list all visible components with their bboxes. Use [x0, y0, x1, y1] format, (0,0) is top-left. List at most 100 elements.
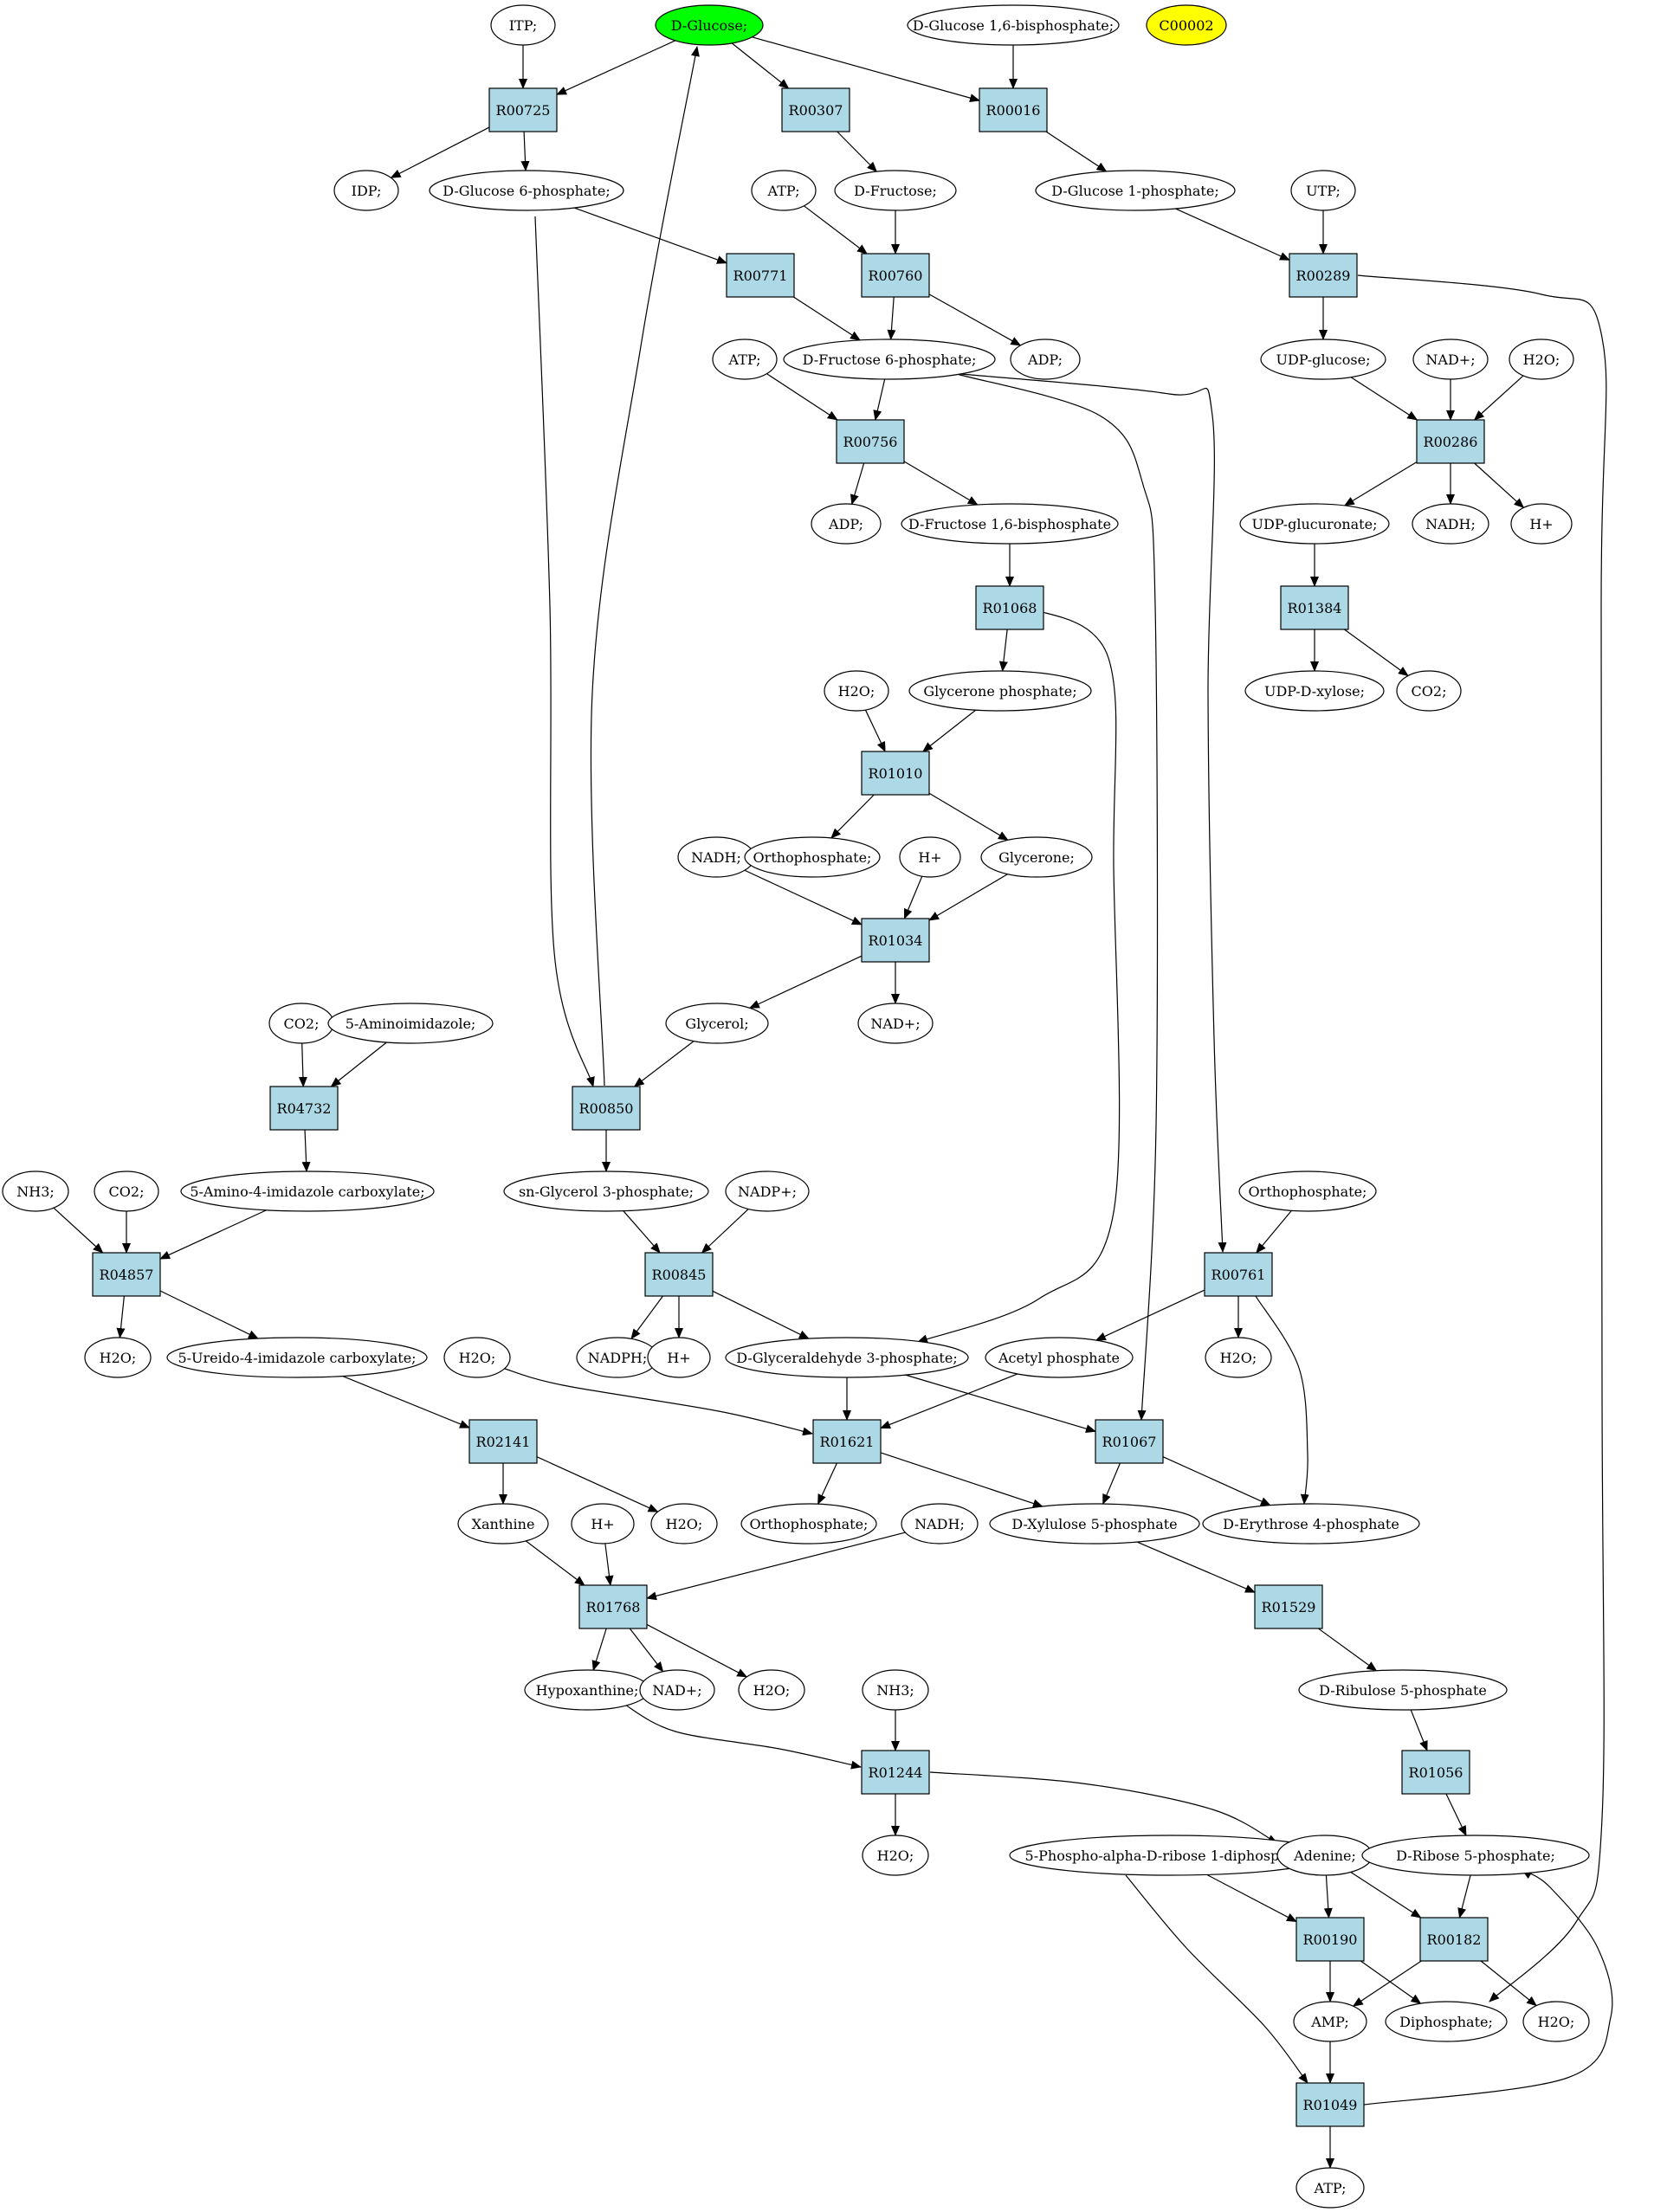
compound-node-nadh3[interactable]: NADH; [901, 1503, 979, 1545]
compound-node-utp[interactable]: UTP; [1290, 170, 1356, 211]
reaction-node-r00182[interactable]: R00182 [1419, 1917, 1489, 1962]
compound-node-amp[interactable]: AMP; [1293, 2001, 1367, 2042]
reaction-node-r01034[interactable]: R01034 [861, 918, 930, 963]
compound-node-fbp[interactable]: D-Fructose 1,6-bisphosphate [901, 503, 1119, 545]
compound-node-c00002[interactable]: C00002 [1146, 4, 1227, 46]
reaction-box [861, 751, 930, 796]
compound-node-h2o7[interactable]: H2O; [738, 1669, 805, 1711]
compound-node-hplus2[interactable]: H+ [899, 836, 961, 878]
compound-node-h2o4[interactable]: H2O; [1205, 1337, 1272, 1378]
compound-node-dfru[interactable]: D-Fructose; [834, 170, 957, 211]
reaction-node-r04857[interactable]: R04857 [92, 1252, 161, 1297]
compound-node-f6p[interactable]: D-Fructose 6-phosphate; [783, 339, 996, 380]
reaction-node-r00756[interactable]: R00756 [836, 419, 905, 464]
compound-node-nh3a[interactable]: NH3; [2, 1170, 69, 1212]
compound-node-h2o2[interactable]: H2O; [824, 670, 889, 712]
compound-node-nadpplus[interactable]: NADP+; [725, 1170, 810, 1212]
compound-node-idp[interactable]: IDP; [333, 170, 399, 211]
reaction-node-r00771[interactable]: R00771 [726, 253, 795, 298]
compound-node-hypox[interactable]: Hypoxanthine; [524, 1669, 650, 1711]
reaction-node-r00845[interactable]: R00845 [644, 1252, 714, 1297]
node-label: D-Xylulose 5-phosphate [1011, 1516, 1177, 1532]
compound-node-nadp2[interactable]: NAD+; [857, 1003, 934, 1044]
compound-node-atp2[interactable]: ATP; [712, 339, 778, 380]
compound-node-acetylp[interactable]: Acetyl phosphate [985, 1337, 1134, 1378]
reaction-node-r00289[interactable]: R00289 [1289, 253, 1358, 298]
compound-node-itp[interactable]: ITP; [490, 4, 556, 46]
compound-node-atp3[interactable]: ATP; [1295, 2167, 1365, 2209]
reaction-node-r04732[interactable]: R04732 [269, 1086, 339, 1131]
reaction-node-r00190[interactable]: R00190 [1295, 1917, 1365, 1962]
compound-node-nadp1[interactable]: NAD+; [1412, 339, 1489, 380]
reaction-node-r01068[interactable]: R01068 [975, 585, 1044, 630]
compound-node-h2o6[interactable]: H2O; [650, 1503, 718, 1545]
compound-node-udpglcur[interactable]: UDP-glucuronate; [1239, 503, 1390, 545]
compound-node-h2o1[interactable]: H2O; [1509, 339, 1574, 380]
compound-node-xu5p[interactable]: D-Xylulose 5-phosphate [989, 1503, 1200, 1545]
reaction-node-r01621[interactable]: R01621 [812, 1419, 882, 1464]
compound-node-nadh2[interactable]: NADH; [677, 836, 755, 878]
compound-node-nadp3[interactable]: NAD+; [639, 1669, 715, 1711]
compound-node-g1p[interactable]: D-Glucose 1-phosphate; [1035, 170, 1236, 211]
compound-node-adp2[interactable]: ADP; [811, 503, 882, 545]
edge-r01068-to-g3p [917, 607, 1121, 1344]
compound-node-ortho1[interactable]: Orthophosphate; [744, 836, 881, 878]
reaction-node-r01244[interactable]: R01244 [861, 1750, 930, 1795]
compound-node-diphos[interactable]: Diphosphate; [1385, 2001, 1508, 2042]
compound-node-glycp[interactable]: Glycerone phosphate; [908, 670, 1092, 712]
compound-node-glycerone[interactable]: Glycerone; [980, 836, 1093, 878]
compound-node-e4p[interactable]: D-Erythrose 4-phosphate [1202, 1503, 1420, 1545]
compound-node-co2b[interactable]: CO2; [268, 1003, 334, 1044]
reaction-node-r00725[interactable]: R00725 [488, 87, 558, 132]
compound-node-glycerol[interactable]: Glycerol; [665, 1003, 769, 1044]
compound-node-xanthine[interactable]: Xanthine [457, 1503, 549, 1545]
reaction-node-r01049[interactable]: R01049 [1295, 2082, 1365, 2127]
compound-node-co2c[interactable]: CO2; [94, 1170, 159, 1212]
compound-node-ru5p[interactable]: D-Ribulose 5-phosphate [1298, 1669, 1508, 1711]
compound-node-h2o8[interactable]: H2O; [862, 1835, 929, 1876]
node-label: Diphosphate; [1399, 2014, 1493, 2030]
compound-node-co2a[interactable]: CO2; [1396, 670, 1462, 712]
reaction-node-r01056[interactable]: R01056 [1401, 1750, 1470, 1795]
reaction-node-r01010[interactable]: R01010 [861, 751, 930, 796]
compound-node-nadph[interactable]: NADPH; [576, 1337, 659, 1378]
reaction-node-r01768[interactable]: R01768 [578, 1584, 648, 1629]
compound-node-nh3b[interactable]: NH3; [862, 1669, 929, 1711]
compound-node-g3p[interactable]: D-Glyceraldehyde 3-phosphate; [725, 1337, 969, 1378]
compound-node-atp1[interactable]: ATP; [751, 170, 817, 211]
compound-node-ortho3[interactable]: Orthophosphate; [740, 1503, 877, 1545]
compound-node-nadh1[interactable]: NADH; [1412, 503, 1489, 545]
reaction-node-r00761[interactable]: R00761 [1204, 1252, 1273, 1297]
compound-node-dglucose[interactable]: D-Glucose; [655, 4, 764, 46]
compound-node-hplus1[interactable]: H+ [1510, 503, 1573, 545]
reaction-node-r01384[interactable]: R01384 [1280, 585, 1349, 630]
compound-node-aminoimid[interactable]: 5-Aminoimidazole; [327, 1003, 494, 1044]
reaction-node-r00760[interactable]: R00760 [861, 253, 930, 298]
compound-node-uicarb[interactable]: 5-Ureido-4-imidazole carboxylate; [166, 1337, 428, 1378]
compound-node-sng3p[interactable]: sn-Glycerol 3-phosphate; [503, 1170, 709, 1212]
reaction-node-r01067[interactable]: R01067 [1095, 1419, 1164, 1464]
reaction-node-r00850[interactable]: R00850 [572, 1086, 641, 1131]
reaction-node-r01529[interactable]: R01529 [1254, 1584, 1323, 1629]
reaction-node-r02141[interactable]: R02141 [468, 1419, 538, 1464]
reaction-node-r00307[interactable]: R00307 [781, 87, 850, 132]
compound-node-h2o9[interactable]: H2O; [1522, 2001, 1590, 2042]
compound-node-adenine[interactable]: Adenine; [1276, 1835, 1373, 1876]
compound-node-prpp[interactable]: 5-Phospho-alpha-D-ribose 1-diphosphate; [1009, 1835, 1331, 1876]
compound-node-udpglc[interactable]: UDP-glucose; [1260, 339, 1386, 380]
compound-node-r5p[interactable]: D-Ribose 5-phosphate; [1361, 1835, 1590, 1876]
edge-co2b-to-r04732 [298, 1042, 307, 1087]
compound-node-h2o5[interactable]: H2O; [443, 1337, 511, 1378]
reaction-node-r00016[interactable]: R00016 [979, 87, 1048, 132]
reaction-box [1416, 419, 1485, 464]
reaction-node-r00286[interactable]: R00286 [1416, 419, 1485, 464]
compound-node-h2o3[interactable]: H2O; [84, 1337, 152, 1378]
compound-node-hplus3[interactable]: H+ [647, 1337, 711, 1378]
compound-node-udpxyl[interactable]: UDP-D-xylose; [1244, 670, 1385, 712]
compound-node-adp1[interactable]: ADP; [1010, 339, 1081, 380]
compound-node-aicarb[interactable]: 5-Amino-4-imidazole carboxylate; [180, 1170, 435, 1212]
compound-node-ortho2[interactable]: Orthophosphate; [1238, 1170, 1377, 1212]
compound-node-hplus4[interactable]: H+ [571, 1503, 635, 1545]
compound-node-dglc16bp[interactable]: D-Glucose 1,6-bisphosphate; [907, 4, 1120, 46]
compound-node-g6p[interactable]: D-Glucose 6-phosphate; [429, 170, 624, 211]
